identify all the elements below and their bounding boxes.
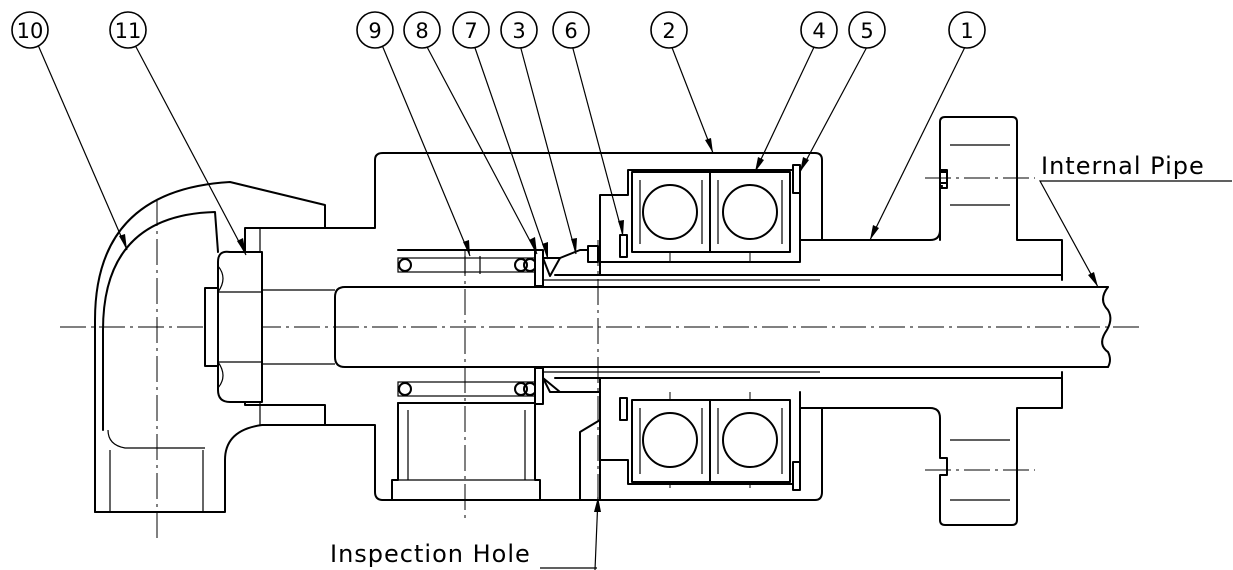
spring-upper-end-right [514,258,528,272]
spring-upper-end-left [398,258,412,272]
bearings-part [631,171,791,483]
arrow-3 [571,238,577,254]
leader-4 [754,44,816,173]
hex-nut-shank [204,287,219,367]
spring-lower-end-left [398,382,412,396]
arrow-8 [529,237,537,254]
arrow-7 [542,242,548,259]
arrow-10 [119,234,127,250]
arrow-internal-pipe [1088,272,1098,287]
hex-nut-part [204,250,263,403]
bearing-lower-left-ball [642,412,698,468]
lower-port-block [391,402,601,501]
callout-1-circle [948,11,986,49]
leader-2 [670,44,714,154]
arrow-5 [800,157,809,172]
elbow-bore-curve [107,429,205,449]
leader-3 [519,44,577,255]
callout-bubbles: 10 11 9 8 7 3 6 2 4 5 1 [11,11,986,49]
callout-8-circle [403,11,441,49]
callout-11-circle [109,11,147,49]
arrow-2 [705,138,713,153]
elbow-bottom-profile [94,399,326,513]
leader-8 [425,44,538,255]
arrow-inspection-hole [594,497,601,512]
elbow-part [94,181,326,513]
seal-ring-3-lower [554,377,601,393]
callout-7-text: 7 [464,19,477,43]
callout-5-text: 5 [860,19,873,43]
callout-7-circle [452,11,490,49]
callout-11-text: 11 [115,19,142,43]
callout-6-text: 6 [564,19,577,43]
pin-6-side-lower [619,397,628,421]
housing-upper-outline [324,152,823,241]
leader-10 [37,44,128,251]
leader-5 [799,44,869,173]
bearing-upper-left-ball [642,184,698,240]
retaining-ring-5-lower [792,461,801,491]
hex-nut-chamfer-upper [217,265,224,293]
callout-8-text: 8 [415,19,428,43]
lower-port-block-left [391,402,541,501]
spring-part [397,256,537,397]
callout-3-text: 3 [512,19,525,43]
hex-nut-body [217,250,263,403]
internal-pipe-body [334,286,1109,368]
leader-11 [134,44,247,256]
callout-10-text: 10 [17,19,44,43]
flange-upper-block [939,169,948,233]
elbow-outer-profile [94,181,326,513]
callout-1-text: 1 [960,19,973,43]
callout-9-circle [356,11,394,49]
seal-ring-7-lower [542,377,561,393]
leader-7 [473,44,549,260]
spring-lower-end-right [514,382,528,396]
inspection-hole-label: Inspection Hole [330,540,531,568]
internal-pipe [262,286,1112,368]
elbow-inner-profile [102,211,219,431]
housing-bore-lower [397,391,536,404]
seal-assembly [534,164,820,491]
seal-ring-8-upper [534,249,544,287]
callout-3-circle [500,11,538,49]
callout-9-text: 9 [368,19,381,43]
housing-bore-upper [397,249,536,263]
leader-internal-pipe [1038,180,1232,288]
flange-lower-body [799,371,1063,526]
arrow-6 [618,220,624,236]
rotor-part [599,116,1063,526]
callout-4-circle [800,11,838,49]
bearing-upper-right-ball [722,184,778,240]
seal-ring-8-lower [534,367,544,405]
retaining-ring-5-upper [792,164,801,194]
callout-10-circle [11,11,49,49]
callout-2-text: 2 [662,19,675,43]
callout-6-circle [552,11,590,49]
arrow-11 [237,238,246,255]
arrow-1 [870,225,879,240]
hex-nut-chamfer-lower [217,361,224,389]
bearing-lower-right-ball [722,412,778,468]
arrowheads [119,138,1098,512]
pin-6-side-upper [619,234,628,258]
leader-1 [869,44,967,241]
internal-pipe-break [1101,286,1112,368]
leader-9 [381,44,471,257]
internal-pipe-label: Internal Pipe [1041,152,1205,180]
leader-6 [571,44,624,237]
seal-ring-3-upper [554,249,601,276]
seal-ring-7-upper [542,257,561,277]
callout-4-text: 4 [812,19,825,43]
inspection-hole-recess [579,419,601,501]
arrow-9 [463,240,470,256]
arrow-4 [755,157,764,172]
pin-6-upper [587,245,599,263]
flange-upper-body [939,116,1063,281]
callout-2-circle [650,11,688,49]
callout-5-circle [848,11,886,49]
